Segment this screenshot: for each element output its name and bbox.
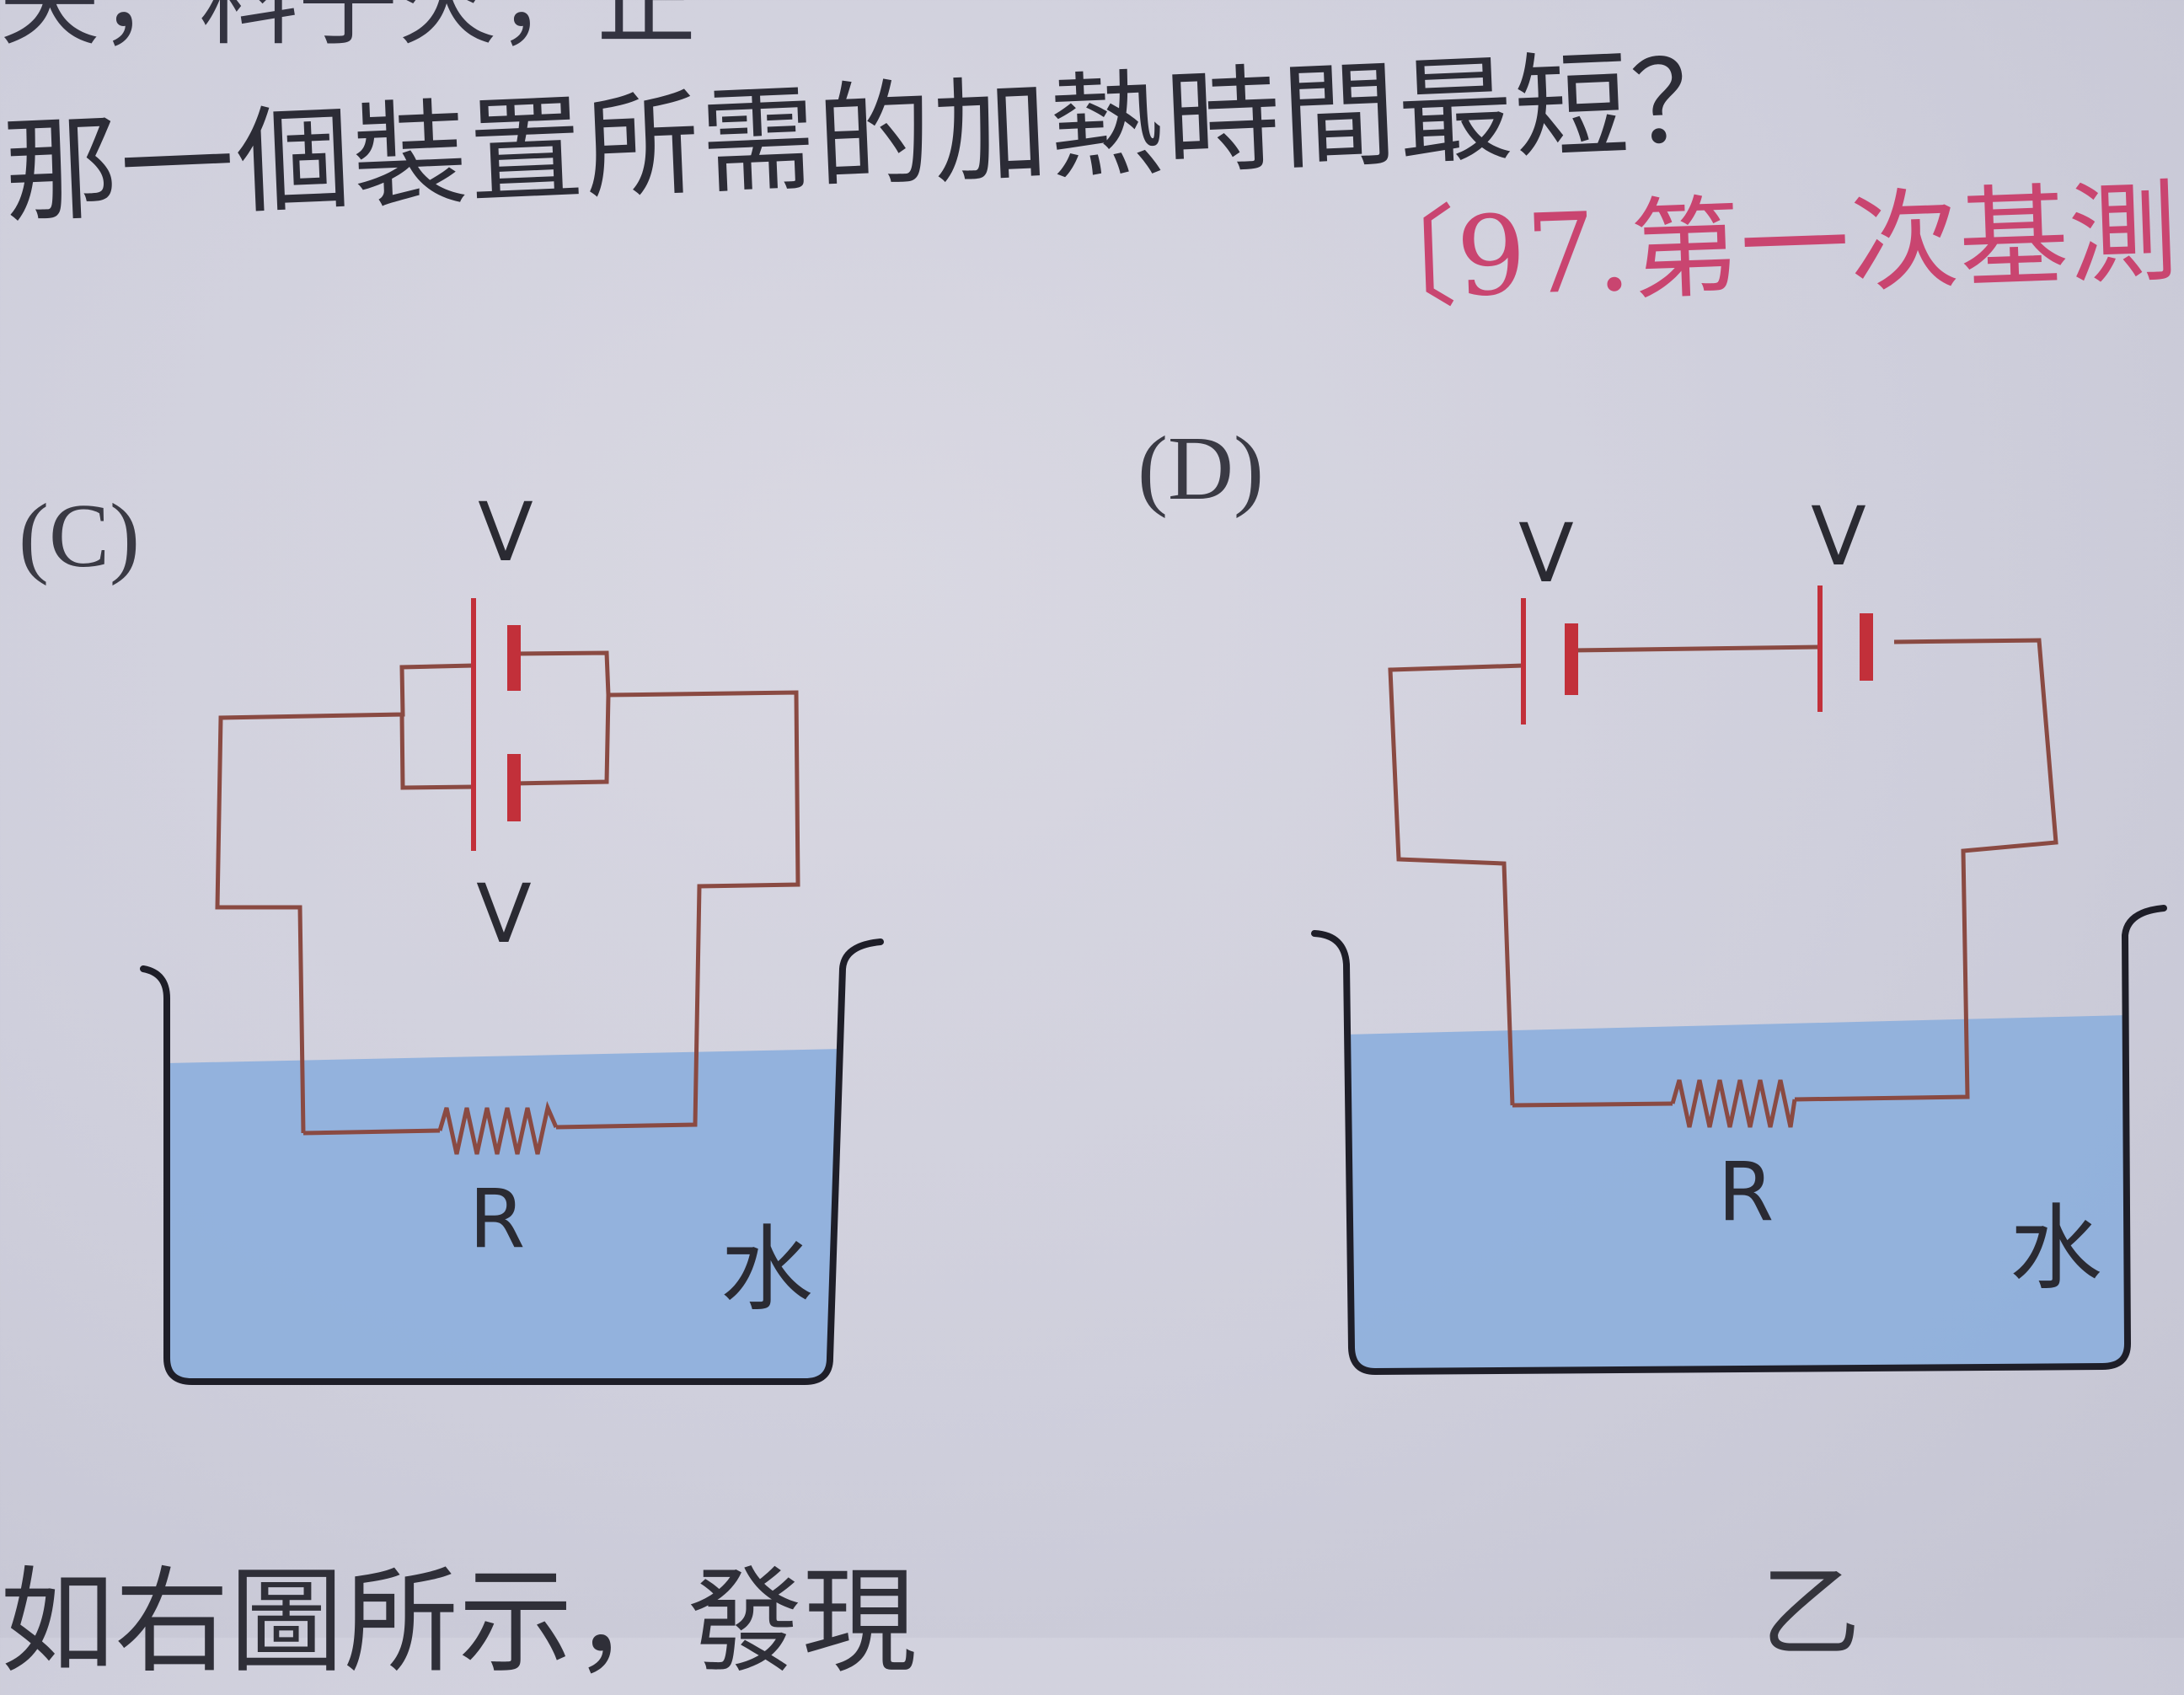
option-d-battery-right [1817,585,1873,712]
option-d-beaker [1311,905,2167,1376]
option-c-battery-bottom [471,729,521,851]
bottom-text-line: 如右圖所示，發現 [0,1556,917,1689]
option-c-diagram: V V R 水 [140,485,884,1385]
option-c-beaker [140,938,884,1385]
option-d-battery-left-label: V [1518,506,1574,601]
option-c-battery-top [471,598,521,729]
option-c-wires [215,650,800,1136]
option-d-battery-right-label: V [1811,489,1866,584]
question-text-line-1: 失，科子火，正 [0,0,697,59]
option-d-diagram: V V R 水 [1311,489,2167,1376]
option-c-label: (C) [19,486,140,586]
option-c-resistor-label: R [469,1172,526,1266]
option-d-resistor [1670,1079,1797,1128]
bottom-figure-label: 乙 [1761,1554,1861,1671]
option-c-battery-top-label: V [478,485,533,580]
option-d-label: (D) [1138,419,1264,519]
option-d-water-label: 水 [2010,1195,2102,1302]
option-c-water-label: 水 [720,1216,813,1323]
option-d-battery-left [1521,598,1578,725]
option-d-resistor-label: R [1718,1145,1774,1239]
option-c-battery-bottom-label: V [476,867,532,961]
option-d-wires [1388,638,2058,1108]
option-c-resistor [437,1100,559,1155]
circuit-diagrams: V V R 水 V V R 水 [140,485,2167,1385]
